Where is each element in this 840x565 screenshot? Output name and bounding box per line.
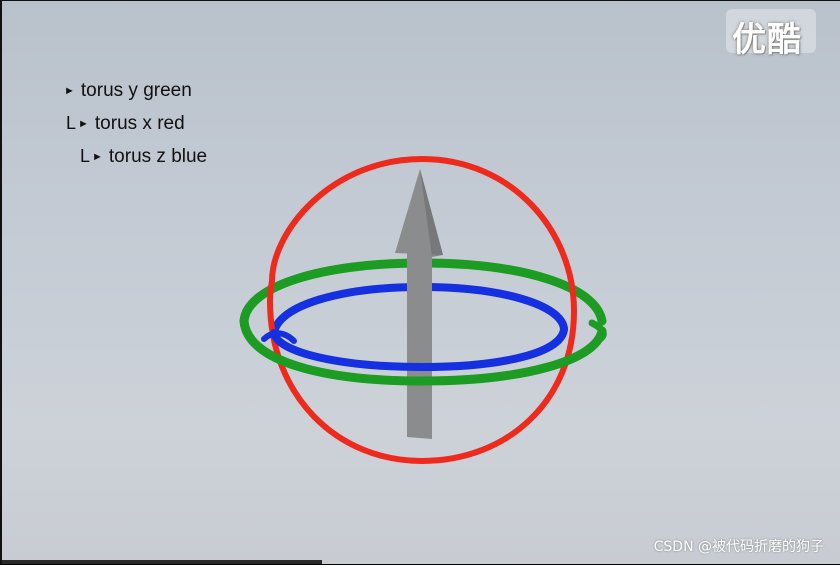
csdn-watermark: CSDN @被代码折磨的狗子 xyxy=(653,539,824,555)
hierarchy-item-torus-z[interactable]: L► torus z blue xyxy=(80,140,207,173)
video-logo-backdrop xyxy=(726,9,816,53)
expand-triangle-icon: ► xyxy=(64,85,75,97)
blue-torus-bump-icon xyxy=(261,330,297,344)
tree-elbow-icon: L xyxy=(66,113,77,134)
green-torus-front-icon[interactable] xyxy=(239,316,607,386)
red-torus-front-icon[interactable] xyxy=(266,156,578,465)
video-progress-strip xyxy=(2,560,322,564)
hierarchy-item-label: torus z blue xyxy=(108,146,208,168)
green-torus-bump-icon xyxy=(588,319,607,343)
hierarchy-item-torus-y[interactable]: ► torus y green xyxy=(64,75,207,107)
expand-triangle-icon: ► xyxy=(92,151,103,163)
red-torus-icon[interactable] xyxy=(269,156,425,284)
hierarchy-item-label: torus y green xyxy=(80,80,192,102)
blue-torus-front-icon[interactable] xyxy=(270,325,568,372)
hierarchy-item-torus-x[interactable]: L► torus x red xyxy=(66,107,207,140)
expand-triangle-icon: ► xyxy=(78,118,89,130)
up-arrow-icon[interactable] xyxy=(395,169,443,439)
tree-elbow-icon: L xyxy=(80,146,91,167)
youku-logo: 优酷 xyxy=(732,20,802,60)
object-hierarchy: ►torus y green L►torus x red L►torus z b… xyxy=(64,75,207,173)
hierarchy-item-label: torus x red xyxy=(94,113,185,135)
